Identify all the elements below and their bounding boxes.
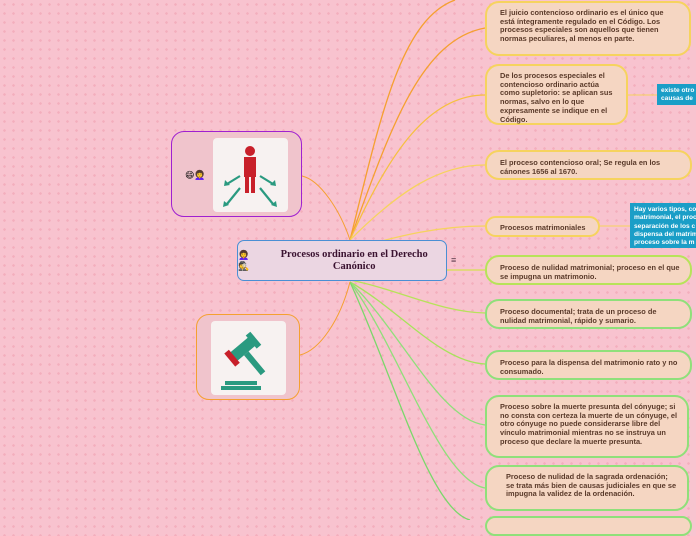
note-line: existe otro bbox=[661, 87, 695, 94]
card-emojis: 😄👩‍🦱 bbox=[185, 170, 206, 180]
branch-topic[interactable]: Procesos matrimoniales bbox=[485, 216, 600, 237]
branch-topic-text: El juicio contencioso ordinario es el ún… bbox=[500, 8, 664, 44]
gavel-image-card[interactable] bbox=[196, 314, 300, 400]
branch-topic[interactable]: Proceso sobre la muerte presunta del cón… bbox=[485, 395, 689, 458]
people-network-icon bbox=[223, 146, 277, 207]
note-line: dispensa del matrim bbox=[634, 230, 696, 238]
branch-topic[interactable]: Proceso documental; trata de un proceso … bbox=[485, 299, 692, 329]
note-line: separación de los c bbox=[634, 222, 696, 230]
people-image-card[interactable]: 😄👩‍🦱 bbox=[171, 131, 302, 217]
branch-topic-text: Proceso de nulidad matrimonial; proceso … bbox=[500, 263, 680, 281]
note-line: proceso sobre la m bbox=[634, 239, 695, 247]
note-line: causas de bbox=[661, 95, 693, 103]
root-emojis: 👩‍🦱🕵 bbox=[238, 249, 250, 271]
branch-topic-text: Proceso sobre la muerte presunta del cón… bbox=[500, 402, 678, 446]
branch-topic[interactable]: De los procesos especiales el contencios… bbox=[485, 64, 628, 125]
central-topic-title: Procesos ordinario en el Derecho Canónic… bbox=[280, 249, 428, 272]
branch-topic-text: Procesos matrimoniales bbox=[500, 223, 586, 232]
branch-topic-text: Proceso para la dispensa del matrimonio … bbox=[500, 358, 678, 376]
note-line: Hay varios tipos, co bbox=[634, 206, 696, 213]
branch-topic-text: De los procesos especiales el contencios… bbox=[500, 71, 613, 124]
note-line: matrimonial, el proc bbox=[634, 214, 696, 222]
branch-topic[interactable]: Proceso de nulidad matrimonial; proceso … bbox=[485, 255, 692, 285]
branch-topic-text: Proceso de nulidad de la sagrada ordenac… bbox=[506, 472, 677, 499]
branch-topic-text: Proceso documental; trata de un proceso … bbox=[500, 307, 657, 325]
branch-topic[interactable]: Proceso de nulidad de la sagrada ordenac… bbox=[485, 465, 689, 511]
branch-topic-text: El proceso contencioso oral; Se regula e… bbox=[500, 158, 661, 176]
central-topic[interactable]: 👩‍🦱🕵 Procesos ordinario en el Derecho Ca… bbox=[237, 240, 447, 281]
branch-topic-partial[interactable] bbox=[485, 516, 692, 536]
gavel-icon bbox=[221, 331, 266, 390]
note-callout[interactable]: existe otro causas de bbox=[657, 84, 696, 105]
branch-topic[interactable]: El proceso contencioso oral; Se regula e… bbox=[485, 150, 692, 180]
branch-topic[interactable]: El juicio contencioso ordinario es el ún… bbox=[485, 1, 691, 56]
branch-topic[interactable]: Proceso para la dispensa del matrimonio … bbox=[485, 350, 692, 380]
notes-menu-icon[interactable]: ≡ bbox=[451, 255, 457, 265]
note-callout[interactable]: Hay varios tipos, co matrimonial, el pro… bbox=[630, 203, 696, 248]
